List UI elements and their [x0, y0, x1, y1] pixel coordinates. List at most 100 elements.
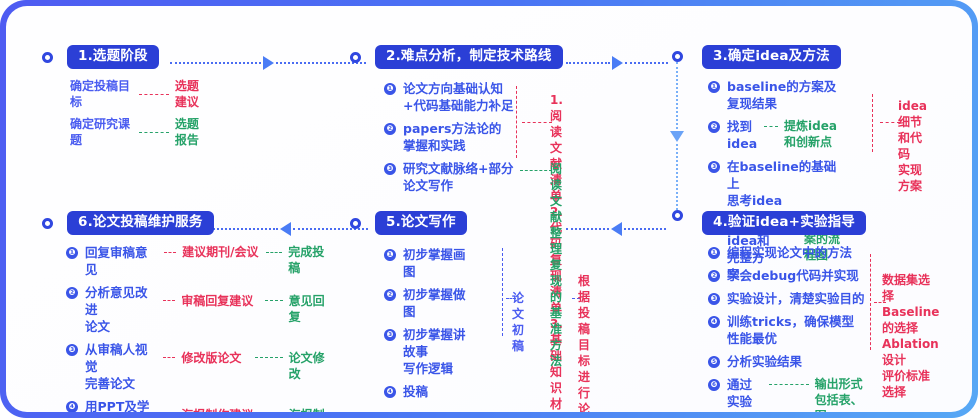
stage-5-note-separator: [502, 248, 503, 336]
bullet-number: ❸: [708, 161, 720, 173]
node-dot: [350, 217, 361, 229]
dash-connector: [572, 298, 580, 299]
stage-2-header: 2.难点分析，制定技术路线: [350, 44, 563, 70]
dash-connector: [266, 252, 283, 253]
node-dot: [671, 210, 683, 221]
stage-2-note-1: 阅读文献整理 复现的基准方法: [550, 162, 563, 368]
stage-1-row-1-right: 选题报告: [174, 117, 199, 147]
bullet-number: ❸: [384, 163, 396, 175]
list-item: ❸ 初步掌握讲故事 写作逻辑: [384, 326, 467, 377]
stage-2-note-separator: [516, 86, 517, 158]
item-inline-note: 输出形式包括表、图: [814, 377, 863, 412]
connector-stage3-to-stage4: [670, 51, 684, 221]
item-right-note: 完成投稿: [288, 245, 325, 275]
dotted-line: [624, 62, 668, 64]
stage-1-header: 1.选题阶段: [42, 44, 159, 70]
list-item: ❶ 回复审稿意见 建议期刊/会议 完成投稿: [66, 244, 329, 278]
dash-connector: [254, 357, 283, 358]
list-item: ❻ 通过实验验证 输出形式包括表、图: [708, 376, 866, 412]
stage-5-items: ❶ 初步掌握画图 ❷ 初步掌握做图 ❸ 初步掌握讲故事 写作逻辑 ❹ 投稿: [384, 246, 467, 406]
dash-connector: [874, 302, 886, 303]
stage-4-header: 4.验证idea+实验指导: [702, 210, 866, 236]
stage-5-header: 5.论文写作: [350, 210, 467, 236]
bullet-number: ❶: [66, 247, 78, 259]
stage-6-title[interactable]: 6.论文投稿维护服务: [67, 211, 214, 235]
item-text: 分析意见改进 论文: [85, 285, 148, 334]
bullet-number: ❶: [708, 247, 720, 259]
stage-1-row-0-right: 选题建议: [174, 79, 199, 109]
item-text: 研究文献脉络+部分 论文写作: [403, 161, 514, 193]
item-text: baseline的方案及复现结果: [727, 79, 837, 111]
connector-stage2-to-stage3: [566, 56, 668, 70]
dotted-line: [275, 62, 366, 64]
dash-connector: [520, 170, 552, 171]
connector-stage5-to-stage6: [202, 222, 368, 236]
list-item: ❶ 论文方向基础认知 +代码基础能力补足: [384, 80, 513, 114]
list-item: ❸ 在baseline的基础上 思考idea: [708, 158, 841, 209]
stage-2-block: 2.难点分析，制定技术路线 ❶ 论文方向基础认知 +代码基础能力补足 ❷ pap…: [350, 44, 563, 411]
dash-connector: [764, 126, 779, 127]
stage-4-note-0: 数据集选择 Baseline的选择 Ablation设计 评价标准选择: [882, 273, 940, 399]
arrow-down-icon: [670, 130, 684, 142]
stage-2-title[interactable]: 2.难点分析，制定技术路线: [375, 45, 563, 69]
dotted-line: [566, 62, 610, 64]
list-item: ❸ 研究文献脉络+部分 论文写作: [384, 160, 513, 194]
item-right-note: 意见回复: [288, 294, 325, 324]
dotted-line: [202, 228, 278, 230]
dash-connector: [264, 300, 283, 301]
dotted-line: [676, 62, 678, 129]
stage-4-title[interactable]: 4.验证idea+实验指导: [702, 211, 866, 235]
arrow-left-icon: [610, 222, 622, 236]
stage-1-title[interactable]: 1.选题阶段: [67, 45, 159, 69]
item-text: 投稿: [403, 384, 429, 399]
item-text: 回复审稿意见: [85, 245, 148, 277]
stage-1-rows: 确定投稿目标 选题建议 确定研究课题 选题报告: [70, 78, 210, 154]
node-dot: [671, 51, 683, 62]
list-item: ❹ 训练tricks，确保模型 性能最优: [708, 313, 866, 347]
dash-connector: [506, 298, 516, 299]
list-item: ❷ 初步掌握做图: [384, 286, 467, 320]
stage-3-note-separator: [872, 94, 873, 152]
arrow-right-icon: [611, 56, 623, 70]
stage-1-block: 1.选题阶段 确定投稿目标 选题建议 确定研究课题 选题报告: [42, 44, 199, 147]
list-item: 确定研究课题 选题报告: [70, 116, 210, 148]
item-text: 训练tricks，确保模型 性能最优: [727, 314, 855, 346]
bullet-number: ❷: [708, 121, 720, 133]
connector-stage4-to-stage5: [566, 222, 666, 236]
item-right-note: 海报制作: [289, 407, 329, 412]
bullet-number: ❶: [708, 81, 720, 93]
dash-connector: [138, 93, 169, 95]
item-text: 通过实验验证: [727, 377, 753, 412]
stage-3-block: 3.确定idea及方法 ❶ baseline的方案及复现结果 ❷ 找到idea …: [702, 44, 927, 282]
item-text: 找到idea: [727, 119, 758, 151]
item-inline-note: 提炼idea和创新点: [784, 119, 837, 149]
dash-connector: [163, 357, 176, 358]
bullet-number: ❹: [66, 401, 78, 412]
item-mid-note: 审稿回复建议: [181, 294, 254, 308]
stage-3-title[interactable]: 3.确定idea及方法: [702, 45, 841, 69]
item-text: 实验设计，清楚实验目的: [727, 291, 865, 306]
dotted-line: [566, 228, 609, 230]
bullet-number: ❹: [384, 386, 396, 398]
item-mid-note: 海报制作建议: [181, 407, 258, 412]
bullet-number: ❸: [384, 329, 396, 341]
dash-connector: [164, 252, 177, 253]
list-item: ❷ 找到idea 提炼idea和创新点: [708, 118, 841, 152]
bullet-number: ❺: [708, 356, 720, 368]
item-text: 在baseline的基础上 思考idea: [727, 159, 837, 208]
dash-connector: [138, 131, 169, 133]
stage-1-row-1-left: 确定研究课题: [70, 117, 131, 147]
item-text: 分析实验结果: [727, 354, 803, 369]
stage-5-note-0: 论文初稿: [512, 291, 525, 353]
stage-5-title[interactable]: 5.论文写作: [375, 211, 467, 235]
list-item: ❶ 初步掌握画图: [384, 246, 467, 280]
stage-6-items: ❶ 回复审稿意见 建议期刊/会议 完成投稿 ❷ 分析意见改进 论文 审稿回复建议…: [66, 244, 329, 412]
list-item: ❸ 从审稿人视觉 完善论文 修改版论文 论文修改: [66, 341, 329, 392]
bullet-number: ❷: [66, 287, 78, 299]
item-text: 论文方向基础认知 +代码基础能力补足: [403, 81, 514, 113]
bullet-number: ❹: [708, 316, 720, 328]
stage-4-note-separator: [870, 254, 871, 350]
item-text: 初步掌握画图: [403, 247, 466, 279]
dash-connector: [880, 122, 900, 123]
